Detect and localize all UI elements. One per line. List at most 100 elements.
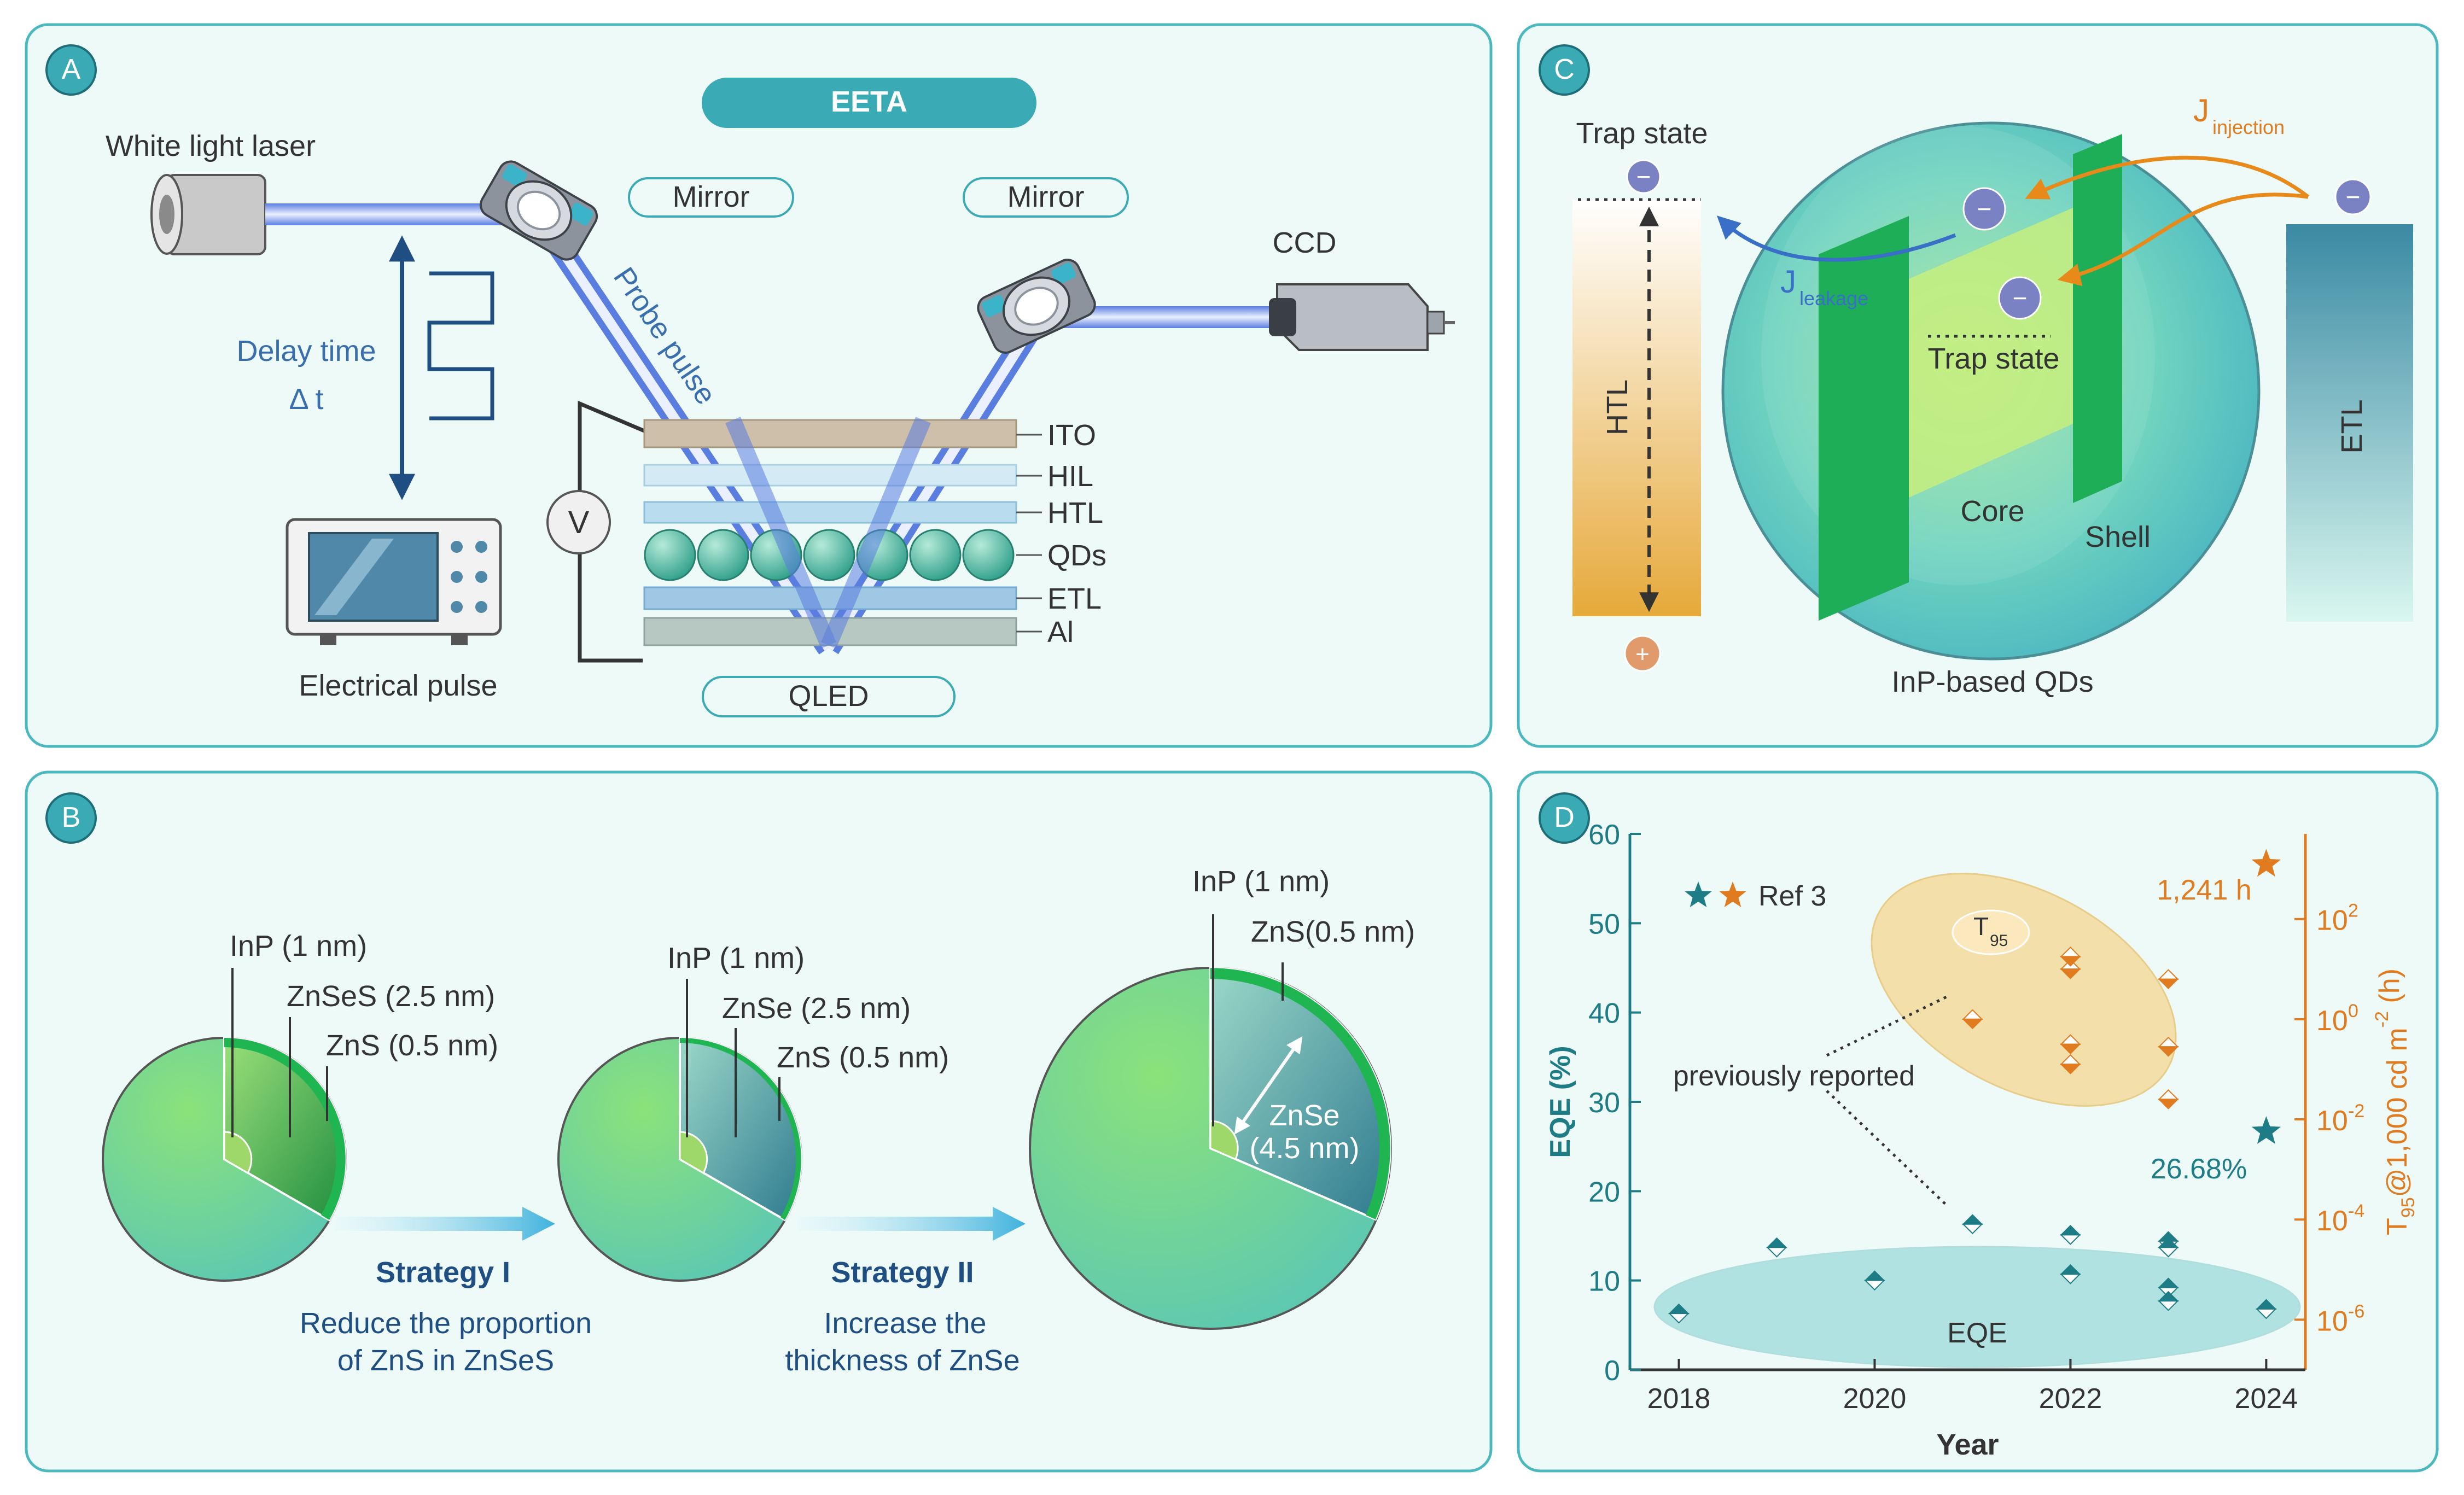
t95-point-lower [2158,1099,2179,1109]
electron-icon: − [2334,178,2372,215]
y-axis-label-left: EQE (%) [1545,1046,1576,1158]
panel-a: EETA White light laser [106,78,1455,717]
legend-star-t95 [1719,881,1746,907]
qd-caption: InP-based QDs [1891,665,2093,698]
y-tick-label-left: 40 [1588,998,1620,1030]
eqe-point-lower [1864,1280,1885,1291]
x-tick-label: 2022 [2039,1383,2102,1415]
y-tick-label-left: 60 [1588,819,1620,851]
quantum-dot-3 [1029,914,1392,1330]
htl-bar [1572,200,1701,616]
strategy2-title: Strategy II [831,1256,974,1289]
eqe-point-lower [1668,1313,1690,1324]
eqe-point-lower [2158,1300,2179,1311]
voltmeter-label: V [568,505,590,540]
eqe-group-ellipse [1653,1246,2301,1368]
electron-icon: − [1626,159,1661,194]
laser-label: White light laser [106,130,316,162]
ref3-eqe-star [2251,1116,2281,1144]
dot1-inp-label: InP (1 nm) [230,930,367,962]
j-leakage-main: J [1780,264,1796,300]
htl-label: HTL [1601,379,1634,435]
y-tick-label-left: 10 [1588,1266,1620,1298]
strategy2-line1: Increase the [824,1307,986,1340]
mirror-left-pill [628,177,794,218]
t95-point-lower [2060,956,2081,967]
y-tick-label-left: 0 [1604,1355,1620,1387]
mirror-left-label: Mirror [673,180,750,213]
annotation-ref-eqe: 26.68% [2151,1153,2247,1185]
shell-left [1819,216,1909,621]
strategy1-arrow-icon [335,1207,555,1241]
layer-labels: ITO HIL HTL QDs ETL Al [1016,419,1106,649]
mirror-right-pill [963,177,1129,218]
leakage-arrow [1716,215,1956,262]
dot3-mid-label-1: ZnSe [1269,1099,1339,1132]
y-tick-label-left: 20 [1588,1176,1620,1208]
eqe-point-lower [2158,1247,2179,1258]
y-tick-label-right-base: 10 [2316,1205,2348,1237]
y-axis-label-right: T95@1,000 cd m-2 (h) [2372,968,2419,1235]
leader-line-eqe [1826,1090,1948,1207]
delta-t-label: Δ t [289,383,323,416]
eqe-point-lower [1766,1247,1787,1258]
y-tick-label-left: 30 [1588,1087,1620,1119]
eeta-pill [702,78,1036,128]
quantum-dot-1 [102,968,347,1282]
shell-right [2073,134,2122,503]
dot2-mid-label: ZnSe (2.5 nm) [722,992,911,1025]
strategy2-arrow-icon [797,1207,1026,1241]
etl-label: ETL [2335,399,2368,453]
qled-label: QLED [788,680,869,713]
y-tick-label-right-exp: -6 [2348,1301,2364,1322]
t95-group-ellipse [1871,873,2177,1107]
laser-icon [150,174,266,255]
shell-label: Shell [2085,521,2151,553]
badge-b-text: B [62,802,81,833]
annotation-previous: previously reported [1673,1060,1915,1092]
eqe-point-lower [2060,1274,2081,1284]
y-tick-label-right-base: 10 [2316,1005,2348,1037]
trap-state-left-label: Trap state [1576,117,1708,150]
panel-b: InP (1 nm) ZnSeS (2.5 nm) ZnS (0.5 nm) S… [102,865,1415,1377]
badge-b: B [45,792,97,844]
layer-label-hil: HIL [1047,460,1093,493]
electron-icon: − [1962,187,2006,231]
j-injection-label: J injection [2193,93,2285,138]
dot1-mid-label: ZnSeS (2.5 nm) [287,980,495,1013]
badge-a-text: A [62,54,81,85]
eqe-point-lower [1962,1223,1983,1235]
dot1-out-label: ZnS (0.5 nm) [326,1029,498,1062]
voltmeter-icon: V [546,490,611,554]
t95-point-lower [2158,978,2179,990]
electron-sign: − [1636,162,1651,191]
hole-icon: + [1624,635,1661,672]
t95-point-lower [2060,968,2081,979]
layer-label-htl: HTL [1047,497,1103,529]
t95-point-lower [2158,1046,2179,1057]
x-axis-label: Year [1936,1428,1999,1461]
badge-d: D [1539,792,1590,844]
injection-arrow-2 [2057,192,2309,287]
mirror-left-icon [479,160,598,261]
trap-state-center-label: Trap state [1927,342,2059,375]
t95-point-lower [1962,1018,1983,1030]
y-tick-label-right-base: 10 [2316,1305,2348,1337]
electron-sign: − [2346,183,2361,211]
layer-label-al: Al [1047,616,1074,649]
electron-sign: − [1977,195,1992,223]
injection-arrow-1 [2025,155,2310,200]
layer-label-ito: ITO [1047,419,1096,452]
y-tick-label-right-base: 10 [2316,1105,2348,1137]
annotation-eqe-group: EQE [1947,1317,2007,1349]
core-label: Core [1960,495,2024,528]
y-tick-label-right-exp: 2 [2348,901,2358,921]
delay-label: Delay time [236,335,376,367]
dot2-out-label: ZnS (0.5 nm) [777,1041,949,1074]
eqe-point-lower [2060,1234,2081,1245]
x-tick-label: 2020 [1843,1383,1907,1415]
mirror-right-label: Mirror [1007,180,1085,213]
x-tick-label: 2018 [1647,1383,1711,1415]
